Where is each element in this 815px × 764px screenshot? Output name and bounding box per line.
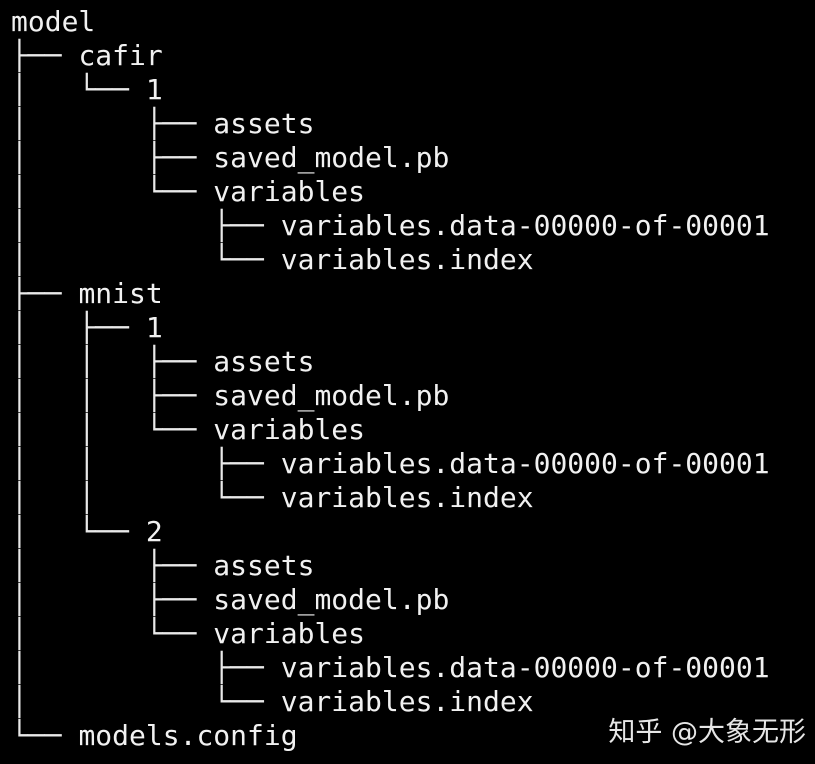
tree-branch-prefix: │ ├── [11, 107, 214, 140]
tree-entry-name: variables.data-00000-of-00001 [280, 651, 770, 684]
tree-row: │ ├── assets [11, 107, 815, 141]
tree-row: └── models.config [11, 719, 815, 753]
tree-row: │ ├── saved_model.pb [11, 583, 815, 617]
tree-row: │ └── 2 [11, 515, 815, 549]
tree-entry-name: cafir [78, 39, 163, 72]
tree-branch-prefix: └── [11, 719, 79, 752]
tree-entry-name: assets [213, 549, 315, 582]
tree-row: │ │ └── variables.index [11, 481, 815, 515]
tree-branch-prefix: │ │ ├── [11, 447, 281, 480]
tree-entry-name: 1 [145, 311, 163, 344]
zhihu-watermark: 知乎 @大象无形 [608, 717, 806, 748]
tree-branch-prefix: │ │ ├── [11, 345, 214, 378]
tree-row: ├── cafir [11, 39, 815, 73]
tree-branch-prefix: │ └── [11, 515, 146, 548]
tree-entry-name: saved_model.pb [213, 379, 450, 412]
tree-entry-name: assets [213, 345, 315, 378]
tree-branch-prefix: ├── [11, 277, 79, 310]
tree-row: │ ├── variables.data-00000-of-00001 [11, 209, 815, 243]
tree-entry-name: models.config [78, 719, 298, 752]
tree-branch-prefix: │ └── [11, 617, 214, 650]
tree-branch-prefix: │ └── [11, 243, 281, 276]
tree-branch-prefix: │ └── [11, 685, 281, 718]
tree-entry-name: model [11, 5, 96, 38]
tree-row: │ │ ├── saved_model.pb [11, 379, 815, 413]
tree-entry-name: variables [213, 413, 366, 446]
tree-row: │ ├── variables.data-00000-of-00001 [11, 651, 815, 685]
tree-row: │ └── variables [11, 617, 815, 651]
tree-branch-prefix: ├── [11, 39, 79, 72]
tree-entry-name: variables.data-00000-of-00001 [280, 209, 770, 242]
tree-row-root: model [11, 5, 815, 39]
tree-row: │ │ ├── assets [11, 345, 815, 379]
tree-branch-prefix: │ ├── [11, 209, 281, 242]
tree-branch-prefix: │ ├── [11, 311, 146, 344]
tree-row: │ ├── assets [11, 549, 815, 583]
tree-branch-prefix: │ │ └── [11, 413, 214, 446]
tree-branch-prefix: │ └── [11, 73, 146, 106]
tree-entry-name: 2 [145, 515, 163, 548]
tree-row: │ └── variables.index [11, 243, 815, 277]
tree-row: │ └── variables [11, 175, 815, 209]
tree-entry-name: variables.index [280, 481, 534, 514]
tree-entry-name: saved_model.pb [213, 141, 450, 174]
tree-entry-name: variables.data-00000-of-00001 [280, 447, 770, 480]
tree-entry-name: variables.index [280, 243, 534, 276]
tree-branch-prefix: │ ├── [11, 549, 214, 582]
tree-row: │ └── 1 [11, 73, 815, 107]
tree-row: │ │ ├── variables.data-00000-of-00001 [11, 447, 815, 481]
tree-branch-prefix: │ ├── [11, 651, 281, 684]
tree-branch-prefix: │ ├── [11, 583, 214, 616]
tree-row: │ └── variables.index [11, 685, 815, 719]
tree-entry-name: mnist [78, 277, 163, 310]
tree-branch-prefix: │ ├── [11, 141, 214, 174]
tree-entry-name: variables.index [280, 685, 534, 718]
tree-branch-prefix: │ └── [11, 175, 214, 208]
tree-row: │ │ └── variables [11, 413, 815, 447]
tree-branch-prefix: │ │ └── [11, 481, 281, 514]
tree-branch-prefix: │ │ ├── [11, 379, 214, 412]
tree-entry-name: variables [213, 175, 366, 208]
tree-row: │ ├── saved_model.pb [11, 141, 815, 175]
tree-entry-name: saved_model.pb [213, 583, 450, 616]
tree-entry-name: variables [213, 617, 366, 650]
tree-row: ├── mnist [11, 277, 815, 311]
tree-row: │ ├── 1 [11, 311, 815, 345]
tree-entry-name: assets [213, 107, 315, 140]
tree-entry-name: 1 [145, 73, 163, 106]
